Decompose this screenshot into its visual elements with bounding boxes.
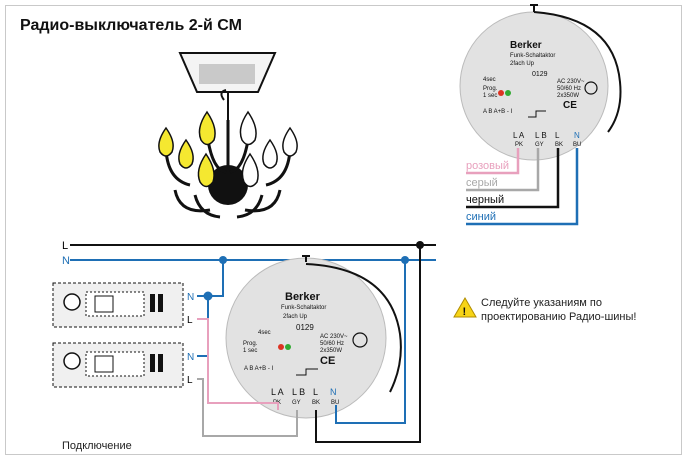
- wire-label-pink: розовый: [466, 160, 510, 172]
- device-top-prog-2: 1 sec: [483, 93, 497, 99]
- device-main-model-2: 2fach Up: [283, 314, 308, 320]
- device-main-rating-3: 2x350W: [320, 348, 342, 354]
- supply-bus: L N: [62, 240, 436, 267]
- figure-frame: [5, 5, 682, 455]
- wire-label-grey: серый: [466, 177, 498, 189]
- device-top-prog-1: Prog.: [483, 86, 498, 92]
- bus-label-n: N: [62, 255, 70, 267]
- wiring: [197, 245, 421, 443]
- device-main-channels: A B A+B - I: [244, 366, 274, 372]
- device-top-term-bu: BU: [573, 142, 581, 148]
- device-top-term-bk: BK: [555, 142, 563, 148]
- wire-label-black: черный: [466, 194, 505, 206]
- device-main-article: 0129: [296, 323, 314, 332]
- warning-icon: !: [453, 297, 477, 318]
- wire-label-blue: синий: [466, 211, 497, 223]
- device-main-term-bk: BK: [312, 400, 320, 406]
- actuator-top-text: Berker Funk-Schaltaktor 2fach Up 0129 AC…: [483, 40, 585, 148]
- device-top-timer: 4sec: [483, 77, 496, 83]
- actuator-device-top: [459, 4, 622, 161]
- load2-terminal-n: N: [187, 352, 194, 363]
- device-main-rating-1: AC 230V~: [320, 334, 348, 340]
- load-box-2: [52, 342, 184, 388]
- notice-text: Следуйте указаниям по проектированию Рад…: [481, 297, 637, 323]
- device-top-article: 0129: [532, 71, 548, 78]
- load2-terminal-l: L: [187, 375, 193, 386]
- device-main-term-bu: BU: [331, 400, 339, 406]
- device-top-brand: Berker: [510, 40, 542, 51]
- device-top-term-l: L: [555, 131, 560, 140]
- device-top-rating-2: 50/60 Hz: [557, 86, 581, 92]
- load-box-1: [52, 282, 184, 328]
- device-top-rating-1: AC 230V~: [557, 79, 585, 85]
- actuator-device-main: [225, 255, 402, 419]
- device-top-term-pk: PK: [515, 142, 523, 148]
- svg-text:!: !: [463, 306, 467, 318]
- device-main-model-1: Funk-Schaltaktor: [281, 305, 326, 311]
- device-main-prog-2: 1 sec: [243, 348, 257, 354]
- load-terminals: N L N L: [187, 292, 194, 386]
- device-main-brand: Berker: [285, 291, 321, 303]
- device-top-term-la: L A: [513, 131, 525, 140]
- figure-caption: Подключение: [62, 440, 132, 452]
- device-main-term-gy: GY: [292, 400, 301, 406]
- device-top-term-gy: GY: [535, 142, 544, 148]
- device-main-term-n: N: [330, 387, 337, 397]
- device-main-prog-1: Prog.: [243, 341, 258, 347]
- device-top-model-1: Funk-Schaltaktor: [510, 53, 555, 59]
- actuator-main-text: Berker Funk-Schaltaktor 2fach Up 0129 AC…: [243, 291, 348, 406]
- device-main-ce: CE: [320, 355, 335, 367]
- device-top-ce: CE: [563, 100, 577, 111]
- device-main-term-lb: L B: [292, 387, 305, 397]
- device-top-model-2: 2fach Up: [510, 61, 535, 67]
- legend-wires: [466, 148, 579, 226]
- device-main-timer: 4sec: [258, 330, 271, 336]
- page-title: Радио-выключатель 2-й СМ: [20, 17, 242, 34]
- device-top-rating-3: 2x350W: [557, 93, 579, 99]
- load1-terminal-l: L: [187, 315, 193, 326]
- device-top-term-n: N: [574, 131, 580, 140]
- load1-terminal-n: N: [187, 292, 194, 303]
- device-main-term-la: L A: [271, 387, 284, 397]
- device-top-term-lb: L B: [535, 131, 547, 140]
- device-main-rating-2: 50/60 Hz: [320, 341, 344, 347]
- device-top-channels: A B A+B - I: [483, 109, 513, 115]
- bus-label-l: L: [62, 240, 68, 252]
- chandelier-illustration: [158, 52, 298, 219]
- device-main-term-l: L: [313, 387, 318, 397]
